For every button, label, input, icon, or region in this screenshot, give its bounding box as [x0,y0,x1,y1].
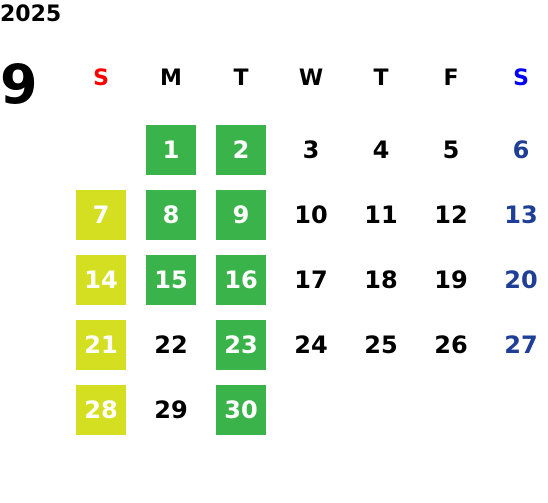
day-cell-16: 16 [216,255,266,305]
day-cell-12: 12 [434,201,468,229]
day-cell-6: 6 [512,136,530,164]
day-cell-10: 10 [294,201,328,229]
weekday-header-thu: T [373,66,389,91]
weekday-header-sun: S [93,66,109,91]
day-cell-5: 5 [442,136,460,164]
day-cell-18: 18 [364,266,398,294]
day-cell-17: 17 [294,266,328,294]
day-cell-15: 15 [146,255,196,305]
day-cell-1: 1 [146,125,196,175]
day-cell-11: 11 [364,201,398,229]
day-cell-25: 25 [364,331,398,359]
day-cell-26: 26 [434,331,468,359]
day-cell-3: 3 [302,136,320,164]
weekday-header-wed: W [298,66,324,91]
day-cell-24: 24 [294,331,328,359]
day-cell-23: 23 [216,320,266,370]
weekday-header-tue: T [233,66,249,91]
day-cell-13: 13 [504,201,538,229]
day-cell-21: 21 [76,320,126,370]
day-cell-28: 28 [76,385,126,435]
day-cell-2: 2 [216,125,266,175]
day-cell-29: 29 [154,396,188,424]
day-cell-20: 20 [504,266,538,294]
month-number: 9 [0,53,38,116]
year-label: 2025 [0,2,62,27]
day-cell-8: 8 [146,190,196,240]
day-cell-7: 7 [76,190,126,240]
day-cell-9: 9 [216,190,266,240]
day-cell-27: 27 [504,331,538,359]
day-cell-4: 4 [372,136,390,164]
weekday-header-mon: M [160,66,182,91]
day-cell-30: 30 [216,385,266,435]
day-cell-19: 19 [434,266,468,294]
day-cell-22: 22 [154,331,188,359]
day-cell-14: 14 [76,255,126,305]
weekday-header-sat: S [513,66,529,91]
weekday-header-fri: F [443,66,459,91]
